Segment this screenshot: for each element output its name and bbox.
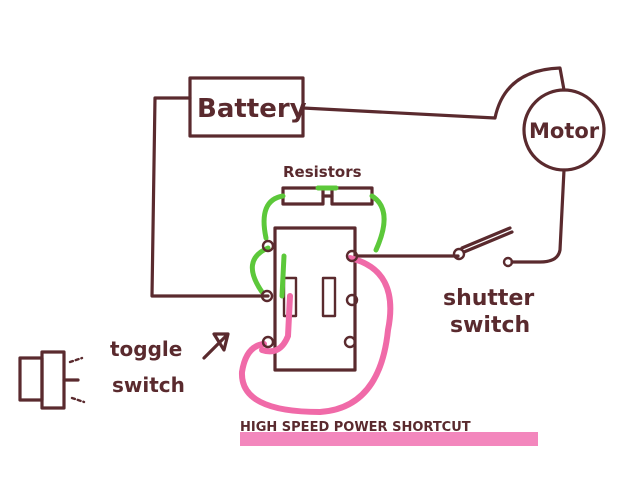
motor-label: Motor [529, 119, 600, 143]
wire-motor-shutter [510, 168, 566, 264]
double-toggle-switch [238, 226, 394, 416]
shutter-label-1: shutter [443, 286, 534, 311]
battery: Battery [188, 76, 307, 138]
legend-label: HIGH SPEED POWER SHORTCUT [240, 420, 471, 435]
shutter-label-2: switch [450, 313, 530, 338]
pink-legend-bar [240, 432, 538, 446]
battery-label: Battery [197, 94, 307, 124]
wire-battery-left [150, 96, 270, 298]
toggle-switch-icon [18, 350, 86, 410]
motor: Motor [522, 88, 606, 172]
wire-battery-motor [301, 66, 566, 120]
arrow-icon [202, 332, 230, 360]
toggle-label-1: toggle [110, 337, 182, 361]
resistors-label: Resistors [283, 163, 362, 181]
resistors: Resistors [261, 163, 387, 253]
shutter-switch: shutter switch [443, 226, 534, 338]
toggle-label-2: switch [112, 373, 185, 397]
